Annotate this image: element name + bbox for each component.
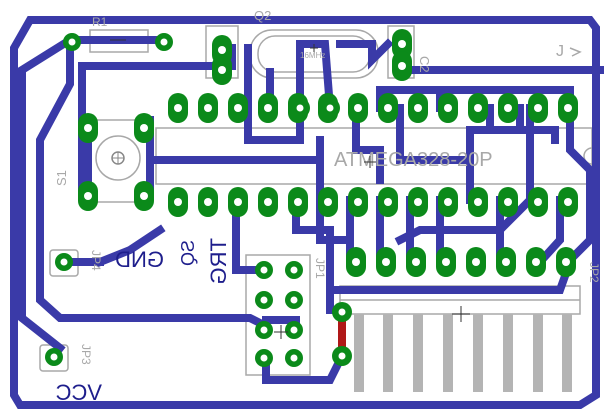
label-q2: Q2 — [254, 8, 271, 23]
jp2-pad — [376, 247, 396, 277]
chip-pad-top — [258, 93, 278, 123]
jp2-pad — [496, 247, 516, 277]
chip-pad-bottom — [498, 187, 518, 217]
jp2-pad — [556, 247, 576, 277]
chip-pad-bottom — [438, 187, 458, 217]
crosshair-marks — [110, 39, 470, 339]
label-crystal-value: 16MHz — [300, 51, 325, 60]
chip-pad-bottom — [258, 187, 278, 217]
chip-pad-top — [468, 93, 488, 123]
crystal-pad — [320, 98, 340, 118]
label-jp3: JP3 — [79, 344, 93, 365]
cap-c1-pad — [212, 55, 232, 85]
jp2-header-pins — [354, 314, 572, 392]
label-jp1: JP1 — [313, 258, 327, 279]
chip-pad-bottom — [198, 187, 218, 217]
jp1-pad — [255, 349, 273, 367]
tactile-switch-icon — [111, 151, 125, 165]
chip-pad-bottom — [168, 187, 188, 217]
label-trg: TRG — [206, 238, 231, 284]
label-vcc: VCC — [55, 380, 102, 405]
label-gnd: GND — [115, 247, 164, 272]
jp2-pad — [436, 247, 456, 277]
chip-pad-top — [558, 93, 578, 123]
label-jp4: JP4 — [89, 250, 103, 271]
resistor-pad — [155, 33, 173, 51]
label-c2: C2 — [417, 56, 432, 73]
jp2-pad — [466, 247, 486, 277]
chip-pad-top — [438, 93, 458, 123]
jumper-pad — [332, 302, 352, 322]
chip-pad-top — [348, 93, 368, 123]
jumper-pad — [332, 346, 352, 366]
chip-pad-bottom — [378, 187, 398, 217]
switch-pad — [78, 181, 98, 211]
resistor-pad — [63, 33, 81, 51]
chip-pad-top — [378, 93, 398, 123]
chip-pad-top — [498, 93, 518, 123]
jp3-pad — [45, 348, 63, 366]
label-r1: R1 — [92, 15, 108, 29]
pads — [45, 29, 578, 367]
chip-pad-top — [198, 93, 218, 123]
chip-pad-bottom — [528, 187, 548, 217]
crystal-pad — [290, 98, 310, 118]
label-s1: S1 — [54, 170, 69, 186]
label-sq: SQ — [178, 240, 198, 266]
switch-pad — [78, 113, 98, 143]
chip-pad-bottom — [408, 187, 428, 217]
jp1-pad — [285, 349, 303, 367]
cap-c2-pad — [392, 51, 412, 81]
jp1-pad — [255, 291, 273, 309]
chip-pad-top — [408, 93, 428, 123]
chip-pad-top — [168, 93, 188, 123]
chip-pad-bottom — [318, 187, 338, 217]
jp2-pad — [526, 247, 546, 277]
jp1-pad — [285, 321, 303, 339]
switch-pad — [134, 181, 154, 211]
chip-pad-top — [228, 93, 248, 123]
jp1-pad — [285, 291, 303, 309]
jp2-pad — [406, 247, 426, 277]
switch-pad — [134, 113, 154, 143]
chip-pad-bottom — [228, 187, 248, 217]
chip-pad-bottom — [348, 187, 368, 217]
label-jp2: JP2 — [587, 262, 601, 283]
chip-pad-top — [528, 93, 548, 123]
jp1-pad — [255, 321, 273, 339]
jp2-pad — [346, 247, 366, 277]
silkscreen-text: Q2 C2 R1 16MHz ATMEGA328-20P S1 JP4 JP1 … — [54, 8, 601, 405]
jp4-pad — [55, 253, 73, 271]
cap-c2-pad — [392, 29, 412, 59]
jp1-pad — [255, 261, 273, 279]
chip-pad-bottom — [288, 187, 308, 217]
jp1-pad — [285, 261, 303, 279]
label-corner: J — [556, 43, 564, 60]
label-chip: ATMEGA328-20P — [334, 149, 493, 171]
chip-pad-bottom — [558, 187, 578, 217]
chip-pad-bottom — [468, 187, 488, 217]
